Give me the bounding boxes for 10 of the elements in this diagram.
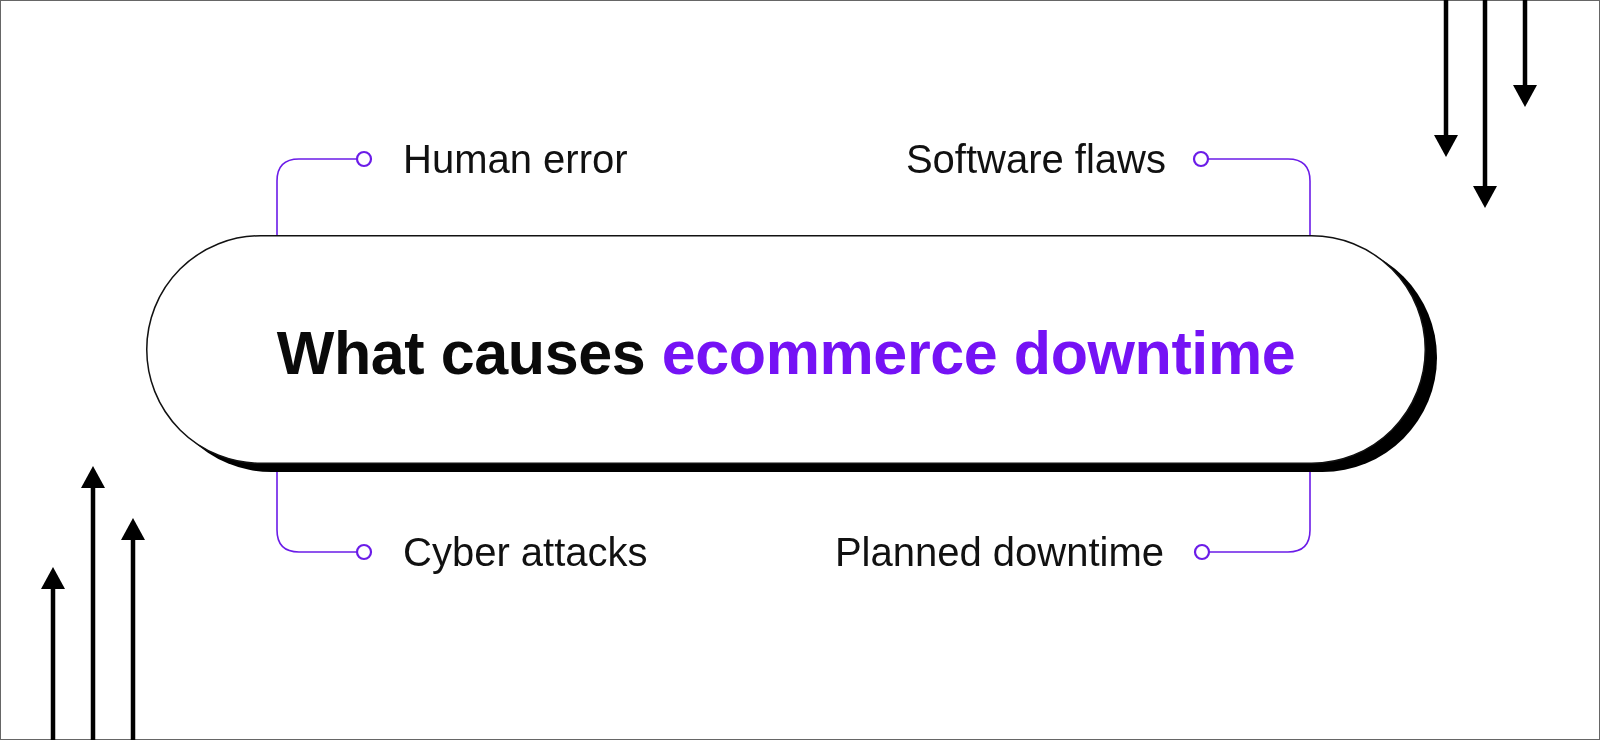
leader-line (276, 471, 373, 561)
cause-label: Software flaws (905, 135, 1193, 183)
leader-line (276, 150, 373, 236)
cause-label: Cyber attacks (372, 528, 648, 576)
rounded-pill (146, 235, 1437, 472)
heading-text: What causes ecommerce downtime (276, 318, 1296, 389)
cause-label: Human error (372, 135, 628, 183)
leader-line (1192, 150, 1311, 236)
cause-label: Planned downtime (834, 528, 1194, 576)
leader-line (1193, 471, 1311, 561)
